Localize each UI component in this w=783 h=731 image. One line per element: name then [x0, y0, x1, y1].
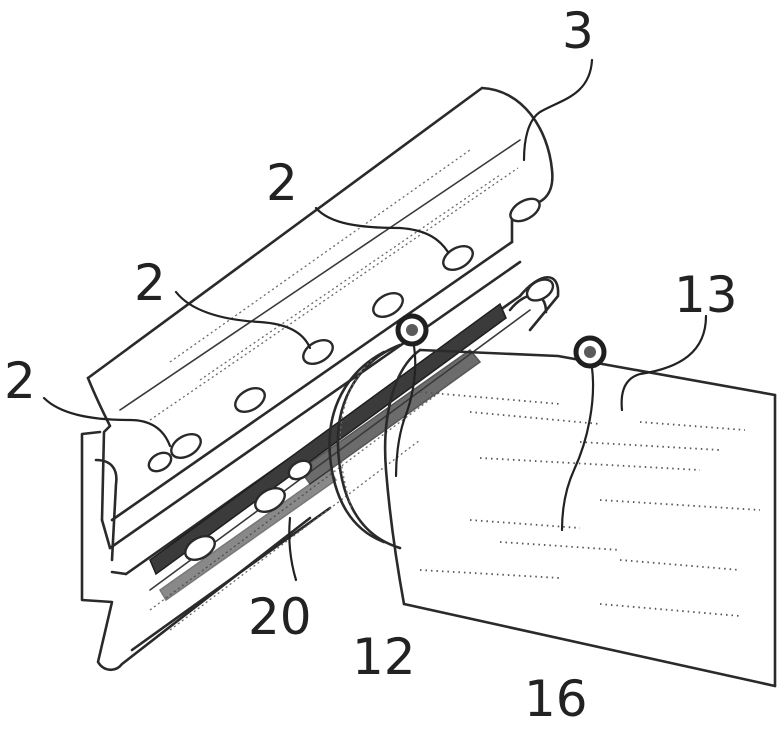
label-13: 13	[674, 266, 738, 324]
label-2-c: 2	[4, 352, 36, 410]
label-2-a: 2	[266, 154, 298, 212]
label-2-b: 2	[134, 254, 166, 312]
leader-2-b	[176, 292, 310, 348]
leader-16	[562, 368, 593, 530]
leader-20	[289, 518, 296, 580]
label-20: 20	[248, 588, 312, 646]
leader-3	[524, 60, 592, 160]
hole-12	[398, 316, 426, 344]
leader-13	[622, 316, 706, 410]
lower-carrier-part	[82, 277, 558, 670]
hole-16	[576, 338, 604, 366]
label-3: 3	[562, 2, 594, 60]
label-16: 16	[524, 670, 588, 728]
leader-lines	[44, 60, 706, 580]
label-12: 12	[352, 628, 416, 686]
